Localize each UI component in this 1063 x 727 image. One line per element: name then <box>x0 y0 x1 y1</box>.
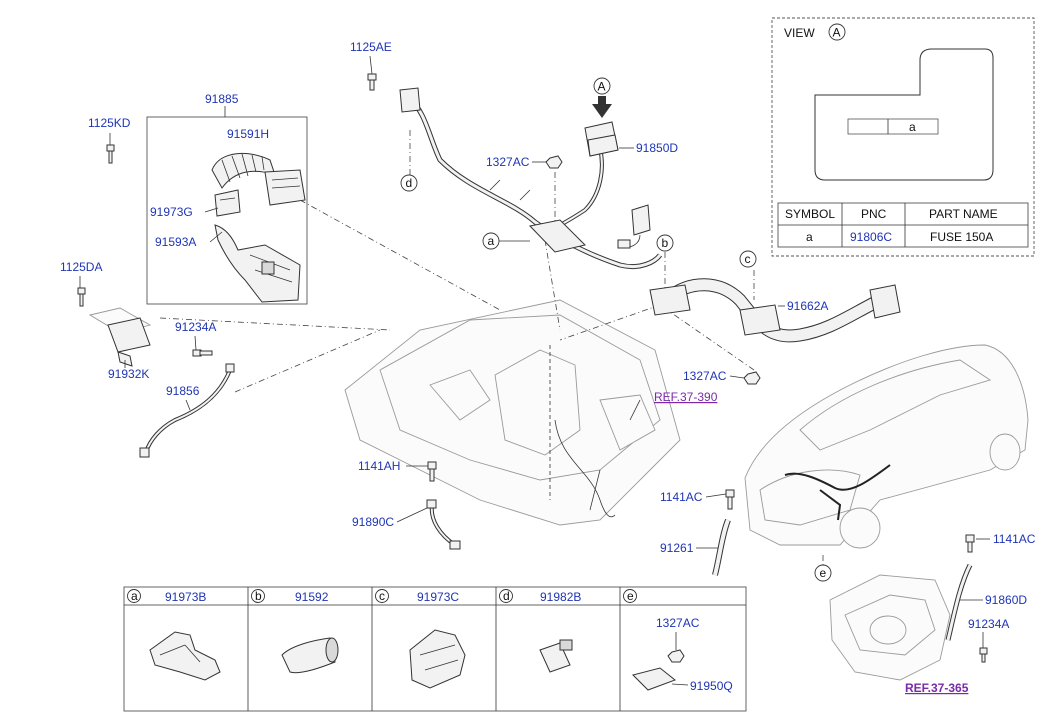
leader-lines <box>159 130 824 575</box>
legend-part-b[interactable]: 91592 <box>295 590 329 604</box>
view-title[interactable]: VIEW <box>784 26 815 40</box>
label-91662a[interactable]: 91662A <box>787 299 828 313</box>
label-91885[interactable]: 91885 <box>205 92 239 106</box>
legend-image-b[interactable] <box>281 637 339 674</box>
table-cell-part-name[interactable]: FUSE 150A <box>930 230 993 244</box>
label-1125ae[interactable]: 1125AE <box>350 40 392 54</box>
label-1141ac-right[interactable]: 1141AC <box>993 532 1036 546</box>
label-91860d[interactable]: 91860D <box>985 593 1027 607</box>
bolt-1125ae[interactable] <box>367 73 377 91</box>
legend-key-a[interactable]: a <box>131 589 138 603</box>
part-labels: 91885 91591H 1125KD 91973G 91593A 1125DA… <box>60 40 1036 695</box>
label-1327ac-mid[interactable]: 1327AC <box>683 369 727 383</box>
callout-a[interactable]: a <box>488 234 495 248</box>
table-header-pnc[interactable]: PNC <box>861 207 887 221</box>
callout-d[interactable]: d <box>406 176 413 190</box>
ref-37-365[interactable]: REF.37-365 <box>905 681 969 695</box>
label-91593a[interactable]: 91593A <box>155 235 196 249</box>
legend-key-c[interactable]: c <box>379 589 385 603</box>
legend-part-a[interactable]: 91973B <box>165 590 206 604</box>
nut-1327ac-mid[interactable] <box>743 371 761 385</box>
legend-sub-1327ac[interactable]: 1327AC <box>656 616 700 630</box>
label-leaders <box>79 55 990 648</box>
part-91860d[interactable] <box>945 563 973 641</box>
part-91856[interactable] <box>139 363 235 458</box>
legend-key-e[interactable]: e <box>627 589 634 603</box>
callout-c[interactable]: c <box>745 252 751 266</box>
label-91234a-top[interactable]: 91234A <box>175 320 216 334</box>
legend-table: a 91973B b 91592 c 91973C d 91982B <box>123 586 747 712</box>
part-91932k[interactable] <box>88 307 152 367</box>
label-91234a-right[interactable]: 91234A <box>968 617 1009 631</box>
legend-part-c[interactable]: 91973C <box>417 590 459 604</box>
label-91973g[interactable]: 91973G <box>150 205 193 219</box>
vehicle-outline <box>744 344 1029 549</box>
legend-image-d[interactable] <box>539 639 573 673</box>
label-91932k[interactable]: 91932K <box>108 367 149 381</box>
part-91973g[interactable] <box>214 189 241 217</box>
part-91662a[interactable] <box>649 278 901 343</box>
label-1141ah[interactable]: 1141AH <box>358 459 400 473</box>
nut-1327ac-top[interactable] <box>545 155 563 169</box>
table-cell-symbol[interactable]: a <box>806 230 813 244</box>
harness-main[interactable] <box>399 87 663 270</box>
view-arrow-a <box>592 96 612 118</box>
legend-image-a[interactable] <box>149 631 221 681</box>
label-1125da[interactable]: 1125DA <box>60 260 102 274</box>
part-91261[interactable] <box>712 518 731 576</box>
ref-37-390[interactable]: REF.37-390 <box>654 390 718 404</box>
part-91850d[interactable] <box>584 121 619 157</box>
callout-A[interactable]: A <box>598 80 606 94</box>
label-1327ac-top[interactable]: 1327AC <box>486 155 530 169</box>
bolt-1141ac-right[interactable] <box>965 534 975 553</box>
callout-markers: A a b c d e <box>400 77 832 582</box>
motor-assembly-outline <box>344 299 681 526</box>
view-marker[interactable]: A <box>833 26 841 40</box>
table-header-symbol[interactable]: SYMBOL <box>785 207 835 221</box>
bolt-91234a-top[interactable] <box>192 349 213 357</box>
bolt-91234a-right[interactable] <box>979 647 988 663</box>
legend-sub-91950q[interactable]: 91950Q <box>690 679 733 693</box>
label-91850d[interactable]: 91850D <box>636 141 678 155</box>
legend-key-d[interactable]: d <box>503 589 510 603</box>
label-1125kd[interactable]: 1125KD <box>88 116 131 130</box>
part-91591h[interactable] <box>211 152 306 206</box>
view-a-panel: VIEW A a SYMBOL PNC PART NAME a 91806C F… <box>771 17 1035 257</box>
box-91885 <box>146 106 308 305</box>
callout-b[interactable]: b <box>662 236 669 250</box>
bolt-1125kd[interactable] <box>106 144 115 164</box>
table-cell-pnc[interactable]: 91806C <box>850 230 892 244</box>
part-91890c[interactable] <box>426 499 461 550</box>
legend-image-e[interactable] <box>632 632 689 691</box>
callout-e[interactable]: e <box>820 566 827 580</box>
label-1141ac-left[interactable]: 1141AC <box>660 490 703 504</box>
label-91856[interactable]: 91856 <box>166 384 200 398</box>
bolt-1141ah[interactable] <box>427 461 437 482</box>
transmission-outline <box>829 574 951 681</box>
bolt-1141ac-left[interactable] <box>725 489 735 510</box>
fuse-slot-label[interactable]: a <box>909 120 916 134</box>
part-91593a[interactable] <box>214 224 301 303</box>
table-header-part-name[interactable]: PART NAME <box>929 207 998 221</box>
legend-image-c[interactable] <box>409 629 466 689</box>
legend-part-d[interactable]: 91982B <box>540 590 581 604</box>
legend-key-b[interactable]: b <box>255 589 262 603</box>
bolt-1125da[interactable] <box>77 287 86 307</box>
label-91890c[interactable]: 91890C <box>352 515 394 529</box>
label-91261[interactable]: 91261 <box>660 541 694 555</box>
label-91591h[interactable]: 91591H <box>227 127 269 141</box>
